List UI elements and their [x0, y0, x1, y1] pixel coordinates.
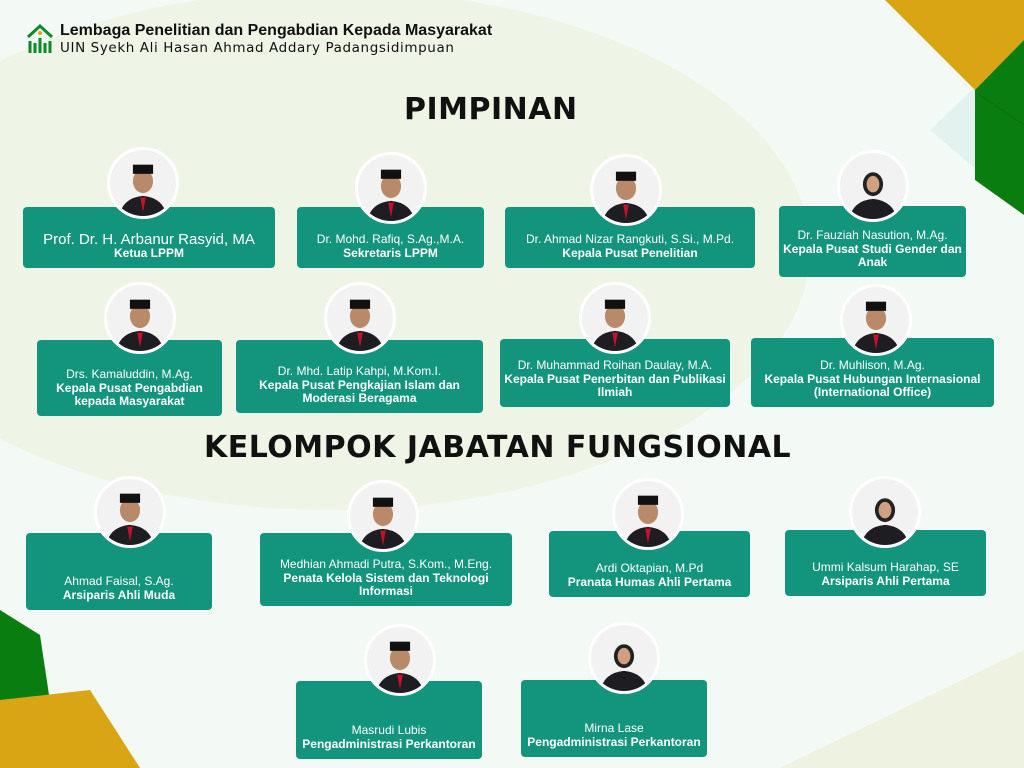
member-name: Mirna Lase [584, 721, 644, 735]
header-title: Lembaga Penelitian dan Pengabdian Kepada… [60, 22, 493, 39]
member-role: Sekretaris LPPM [343, 246, 438, 260]
member-role: Penata Kelola Sistem dan Teknologi Infor… [283, 571, 489, 598]
member-name: Ahmad Faisal, S.Ag. [64, 574, 174, 588]
member-name: Dr. Ahmad Nizar Rangkuti, S.Si., M.Pd. [525, 232, 735, 246]
member-photo [107, 147, 179, 219]
header-subtitle: UIN Syekh Ali Hasan Ahmad Addary Padangs… [60, 40, 455, 56]
member-photo [849, 476, 921, 548]
member-name: Dr. Mhd. Latip Kahpi, M.Kom.I. [277, 364, 442, 378]
person-avatar-icon [376, 641, 424, 693]
section-title-pimpinan: PIMPINAN [404, 92, 578, 127]
person-avatar-icon [106, 493, 154, 545]
member-role: Kepala Pusat Pengabdian kepada Masyaraka… [56, 381, 203, 408]
person-avatar-icon [367, 169, 415, 221]
member-photo [579, 282, 651, 354]
member-card: Dr. Fauziah Nasution, M.Ag.Kepala Pusat … [779, 206, 966, 277]
person-avatar-icon [336, 299, 384, 351]
section-title-fungsional: KELOMPOK JABATAN FUNGSIONAL [204, 430, 792, 465]
member-name: Drs. Kamaluddin, M.Ag. [66, 367, 193, 381]
member-role: Kepala Pusat Pengkajian Islam dan Modera… [259, 378, 460, 405]
member-name: Ardi Oktapian, M.Pd [595, 561, 704, 575]
member-photo [94, 476, 166, 548]
member-role: Arsiparis Ahli Muda [62, 588, 176, 602]
person-avatar-icon [602, 171, 650, 223]
member-photo [837, 150, 909, 222]
member-role: Ketua LPPM [113, 246, 184, 260]
member-photo [840, 284, 912, 356]
person-avatar-icon [849, 172, 897, 219]
member-name: Dr. Muhammad Roihan Daulay, M.A. [517, 358, 713, 372]
member-role: Kepala Pusat Penerbitan dan Publikasi Il… [504, 372, 726, 399]
member-name: Medhian Ahmadi Putra, S.Kom., M.Eng. [279, 557, 493, 571]
member-photo [588, 622, 660, 694]
member-photo [590, 154, 662, 226]
institution-logo-icon [26, 23, 54, 53]
person-avatar-icon [116, 299, 164, 351]
member-card: Dr. Muhlison, M.Ag.Kepala Pusat Hubungan… [751, 338, 994, 407]
member-role: Kepala Pusat Hubungan Internasional (Int… [764, 372, 981, 399]
member-role: Kepala Pusat Penelitian [562, 246, 698, 260]
header: Lembaga Penelitian dan Pengabdian Kepada… [26, 22, 492, 56]
member-name: Prof. Dr. H. Arbanur Rasyid, MA [43, 231, 255, 248]
person-avatar-icon [591, 299, 639, 351]
member-role: Pengadministrasi Perkantoran [302, 737, 476, 751]
member-photo [324, 282, 396, 354]
member-name: Masrudi Lubis [351, 723, 427, 737]
person-avatar-icon [359, 497, 407, 549]
member-photo [104, 282, 176, 354]
member-role: Arsiparis Ahli Pertama [821, 574, 950, 588]
person-avatar-icon [852, 301, 900, 353]
member-photo [364, 624, 436, 696]
person-avatar-icon [624, 495, 672, 547]
member-role: Kepala Pusat Studi Gender dan Anak [783, 242, 962, 269]
member-role: Pranata Humas Ahli Pertama [567, 575, 732, 589]
member-photo [612, 478, 684, 550]
member-name: Dr. Mohd. Rafiq, S.Ag.,M.A. [316, 232, 465, 246]
person-avatar-icon [600, 644, 648, 691]
member-photo [355, 152, 427, 224]
member-role: Pengadministrasi Perkantoran [527, 735, 701, 749]
member-name: Dr. Muhlison, M.Ag. [820, 358, 925, 372]
member-photo [347, 480, 419, 552]
member-name: Dr. Fauziah Nasution, M.Ag. [797, 228, 948, 242]
person-avatar-icon [861, 498, 909, 545]
member-name: Ummi Kalsum Harahap, SE [812, 560, 959, 574]
person-avatar-icon [119, 164, 167, 216]
